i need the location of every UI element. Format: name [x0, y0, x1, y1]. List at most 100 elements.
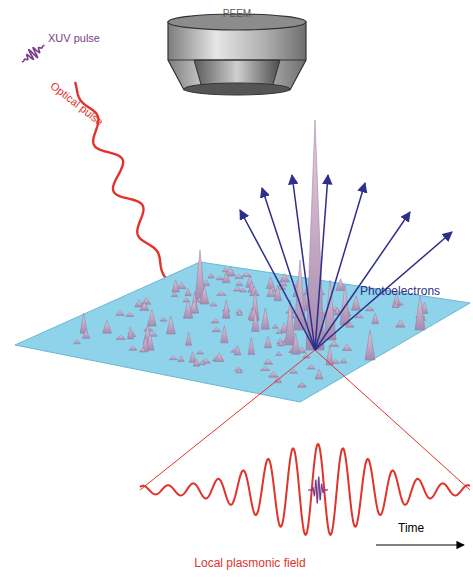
field-spike: [200, 286, 209, 304]
field-spike: [352, 296, 361, 310]
field-spike: [139, 348, 146, 352]
field-spike: [236, 311, 242, 315]
field-spike: [177, 282, 186, 289]
field-spike: [260, 366, 270, 370]
field-spike: [151, 332, 157, 336]
time-arrow: [376, 544, 464, 545]
field-spike: [217, 291, 227, 295]
field-spike: [215, 353, 225, 362]
field-spike: [240, 288, 247, 292]
plasmonic-field-wave: [140, 444, 470, 535]
field-spike: [252, 311, 259, 332]
field-spike: [298, 383, 306, 387]
field-spike: [307, 364, 315, 369]
field-spike: [186, 332, 192, 345]
field-spike: [274, 285, 282, 301]
field-spike: [216, 276, 224, 280]
field-spike: [372, 313, 379, 323]
field-spike: [261, 308, 269, 329]
field-spike: [129, 346, 137, 351]
field-spike: [196, 350, 203, 354]
field-spike: [292, 333, 300, 354]
pulse-label: XUV pulse: [48, 32, 100, 44]
field-spike: [234, 346, 241, 355]
photoelectron-arrow: [240, 210, 315, 350]
field-spike: [236, 281, 243, 285]
field-spike: [272, 324, 278, 328]
field-spike: [266, 277, 274, 289]
photoelectron-arrow: [315, 183, 365, 350]
photoelectron-arrow: [262, 188, 315, 350]
field-spike: [178, 356, 184, 361]
field-spike: [193, 359, 199, 366]
field-spike: [264, 359, 273, 364]
field-spike: [142, 298, 151, 304]
field-spike: [236, 369, 243, 373]
field-spike: [306, 120, 324, 350]
field-spike: [330, 341, 339, 346]
field-spike: [199, 361, 206, 365]
field-spike: [189, 352, 196, 363]
field-spike: [210, 302, 217, 306]
field-spike: [166, 316, 175, 334]
field-spike: [280, 274, 290, 282]
field-spike: [172, 280, 179, 292]
field-spike: [211, 318, 219, 323]
field-spike: [126, 312, 134, 316]
axis-label: Time: [398, 522, 424, 535]
field-spike: [340, 358, 347, 363]
field-spike: [185, 288, 191, 295]
sample-surface: [15, 262, 470, 402]
field-spike: [103, 320, 112, 333]
field-spike: [278, 341, 285, 346]
xuv-burst: [308, 476, 328, 503]
electron-label: Photoelectrons: [360, 285, 440, 298]
field-hotspots: [74, 120, 428, 387]
field-spike: [233, 287, 242, 291]
field-spike: [234, 274, 243, 279]
field-spike: [276, 329, 282, 333]
field-spike: [160, 317, 167, 321]
field-spike: [212, 327, 221, 332]
field-spike: [324, 280, 336, 340]
field-spike: [315, 369, 323, 379]
field-spike: [221, 326, 229, 343]
field-spike: [365, 330, 375, 360]
photoelectron-arrows: [240, 175, 452, 350]
field-spike: [285, 300, 295, 345]
field-spike: [268, 372, 277, 377]
field-spike: [183, 300, 192, 319]
photoelectron-arrow: [315, 232, 452, 350]
field-spike: [365, 306, 374, 310]
field-spike: [74, 340, 81, 344]
photoelectron-arrow: [315, 175, 328, 350]
field-spike: [276, 351, 282, 355]
field-spike: [222, 267, 228, 271]
peem-detector: [168, 14, 306, 95]
field-spike: [82, 330, 89, 339]
field-spike: [248, 337, 255, 354]
field-spike: [127, 327, 133, 339]
field-spike: [147, 310, 156, 326]
field-spike: [171, 292, 177, 296]
field-spike: [326, 346, 333, 365]
field-spike: [415, 295, 425, 330]
field-spike: [222, 273, 230, 283]
field-spike: [342, 344, 352, 350]
field-spike: [392, 303, 399, 307]
field-spike: [340, 285, 350, 325]
xuv-pulse-wave: [22, 45, 44, 62]
photoelectron-arrow: [292, 175, 315, 350]
field-spike: [208, 273, 214, 278]
field-spike: [169, 356, 177, 360]
field-label: Local plasmonic field: [194, 557, 305, 570]
field-spike: [203, 280, 209, 286]
field-spike: [396, 320, 405, 328]
field-spike: [222, 300, 229, 319]
field-spike: [140, 302, 149, 310]
field-spike: [336, 279, 346, 291]
instrument-label: PEEM: [223, 8, 251, 19]
field-spike: [298, 383, 307, 387]
field-spike: [267, 288, 276, 296]
